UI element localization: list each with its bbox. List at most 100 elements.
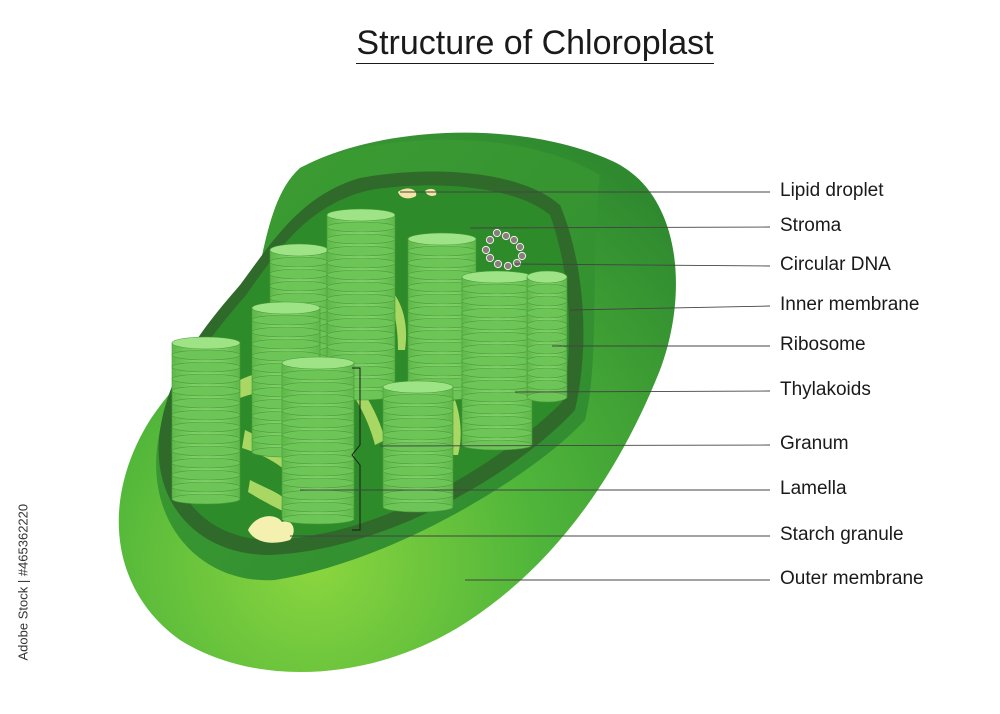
thylakoid-edge <box>269 268 329 280</box>
granum-top <box>251 301 321 315</box>
thylakoid-edge <box>171 385 241 397</box>
thylakoid-edge <box>526 331 568 343</box>
dna-bead <box>515 242 525 252</box>
thylakoid-edge <box>461 439 533 451</box>
thylakoid-edge <box>526 367 568 379</box>
thylakoid-edge <box>281 405 355 417</box>
thylakoid-edge <box>382 405 454 417</box>
thylakoid-edge <box>171 421 241 433</box>
granum-top <box>281 356 355 370</box>
granum-top <box>171 336 241 350</box>
dna-bead <box>503 261 513 271</box>
leader-thylakoids <box>514 390 771 393</box>
thylakoid-edge <box>326 305 396 317</box>
granum-stack <box>382 380 454 513</box>
thylakoid-edge <box>461 319 533 331</box>
thylakoid-edge <box>171 373 241 385</box>
thylakoid-edge <box>326 221 396 233</box>
thylakoid-edge <box>326 269 396 281</box>
thylakoid-edge <box>281 465 355 477</box>
dna-bead <box>512 258 522 268</box>
circular-dna-shape <box>481 228 527 271</box>
grana <box>171 208 568 525</box>
thylakoid-edge <box>326 329 396 341</box>
thylakoid-edge <box>171 493 241 505</box>
thylakoid-edge <box>281 381 355 393</box>
thylakoid-edge <box>269 256 329 268</box>
thylakoid-edge <box>281 441 355 453</box>
thylakoid-edge <box>171 397 241 409</box>
thylakoid-edge <box>461 403 533 415</box>
thylakoid-edge <box>281 501 355 513</box>
thylakoid-edge <box>461 355 533 367</box>
dna-bead <box>485 235 495 245</box>
granum-stack <box>281 356 355 525</box>
thylakoid-edge <box>526 283 568 295</box>
thylakoid-edge <box>461 415 533 427</box>
page-title: Structure of Chloroplast <box>356 24 714 64</box>
label-starch-granule: Starch granule <box>780 524 904 545</box>
thylakoid-edge <box>382 417 454 429</box>
thylakoid-edge <box>326 317 396 329</box>
thylakoid-edge <box>281 489 355 501</box>
thylakoid-edge <box>461 295 533 307</box>
thylakoid-edge <box>382 393 454 405</box>
granum-top <box>326 208 396 222</box>
thylakoid-edge <box>269 292 329 304</box>
granum-top <box>461 270 533 284</box>
thylakoid-edge <box>526 343 568 355</box>
label-outer-membrane: Outer membrane <box>780 568 924 589</box>
dna-bead <box>481 245 491 255</box>
thylakoid-edge <box>461 343 533 355</box>
leader-granum <box>379 444 771 447</box>
thylakoid-edge <box>526 295 568 307</box>
thylakoid-edge <box>461 307 533 319</box>
thylakoid-edge <box>526 319 568 331</box>
thylakoid-edge <box>526 391 568 403</box>
thylakoid-edge <box>461 331 533 343</box>
granum-stack <box>171 336 241 505</box>
label-lipid-droplet: Lipid droplet <box>780 180 884 201</box>
thylakoid-edge <box>269 280 329 292</box>
thylakoid-edge <box>171 469 241 481</box>
thylakoid-edge <box>461 283 533 295</box>
dna-bead <box>509 235 519 245</box>
thylakoid-edge <box>526 355 568 367</box>
thylakoid-edge <box>326 281 396 293</box>
thylakoid-edge <box>281 429 355 441</box>
thylakoid-edge <box>171 409 241 421</box>
thylakoid-edge <box>281 369 355 381</box>
granum-bracket <box>351 367 361 531</box>
thylakoid-edge <box>382 489 454 501</box>
thylakoid-edge <box>382 441 454 453</box>
granum-top <box>526 270 568 284</box>
thylakoid-edge <box>171 457 241 469</box>
thylakoid-edge <box>407 257 477 269</box>
thylakoid-edge <box>382 501 454 513</box>
thylakoid-edge <box>461 367 533 379</box>
label-lamella: Lamella <box>780 478 847 499</box>
granum-top <box>407 232 477 246</box>
thylakoid-edge <box>171 433 241 445</box>
thylakoid-edge <box>171 481 241 493</box>
granum-stack <box>407 232 477 401</box>
dna-bead <box>485 253 495 263</box>
thylakoid-edge <box>382 465 454 477</box>
thylakoid-edge <box>171 361 241 373</box>
thylakoid-edge <box>251 326 321 338</box>
thylakoid-edge <box>382 429 454 441</box>
thylakoid-edge <box>382 477 454 489</box>
thylakoid-edge <box>407 245 477 257</box>
stock-id: Adobe Stock | #465362220 <box>15 503 31 661</box>
thylakoid-edge <box>461 427 533 439</box>
label-thylakoids: Thylakoids <box>780 379 871 400</box>
thylakoid-edge <box>251 338 321 350</box>
granum-top <box>269 243 329 257</box>
dna-bead <box>493 259 503 269</box>
thylakoid-edge <box>526 307 568 319</box>
leader-lines <box>290 191 771 581</box>
thylakoid-edge <box>281 393 355 405</box>
dna-bead <box>501 231 511 241</box>
leader-stroma <box>469 226 771 229</box>
